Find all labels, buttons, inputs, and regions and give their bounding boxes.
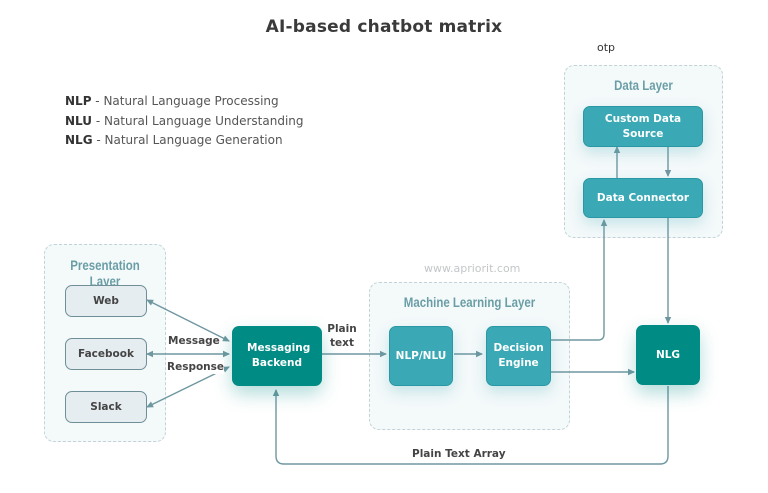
node-nlp-nlu[interactable]: NLP/NLU [389,326,453,386]
edge-nlg-backend [272,386,669,465]
edge-label-message: Message [168,335,220,347]
node-nlg[interactable]: NLG [636,325,700,385]
node-facebook[interactable]: Facebook [65,338,147,370]
legend-item: NLG - Natural Language Generation [65,131,304,151]
data-layer-title: Data Layer [614,77,673,93]
edge-decision-connector [551,219,608,341]
otp-label: otp [597,41,616,54]
edge-label-plain-text-array: Plain Text Array [412,448,506,460]
node-messaging-backend-label: Messaging Backend [247,342,311,369]
abbreviation-legend: NLP - Natural Language Processing NLU - … [65,92,304,151]
legend-item: NLU - Natural Language Understanding [65,112,304,132]
diagram-title: AI-based chatbot matrix [265,17,503,37]
edge-label-plain-text: Plain text [327,323,357,349]
legend-text: - Natural Language Processing [91,94,279,108]
legend-abbr: NLU [65,113,93,128]
node-data-connector[interactable]: Data Connector [583,178,703,218]
machine-learning-layer-title: Machine Learning Layer [403,294,536,310]
legend-text: - Natural Language Generation [92,133,283,147]
node-decision-engine[interactable]: Decision Engine [486,326,551,386]
legend-item: NLP - Natural Language Processing [65,92,304,112]
node-decision-engine-label: Decision Engine [493,342,544,369]
legend-abbr: NLP [65,94,92,108]
node-custom-data-source[interactable]: Custom Data Source [583,106,703,147]
node-web[interactable]: Web [65,285,147,317]
node-messaging-backend[interactable]: Messaging Backend [232,326,322,386]
legend-abbr: NLG [65,133,93,147]
edge-web-backend [146,299,230,342]
node-slack[interactable]: Slack [65,391,147,423]
watermark: www.apriorit.com [424,262,521,275]
legend-text: - Natural Language Understanding [92,113,304,128]
edge-label-response: Response [167,360,225,374]
